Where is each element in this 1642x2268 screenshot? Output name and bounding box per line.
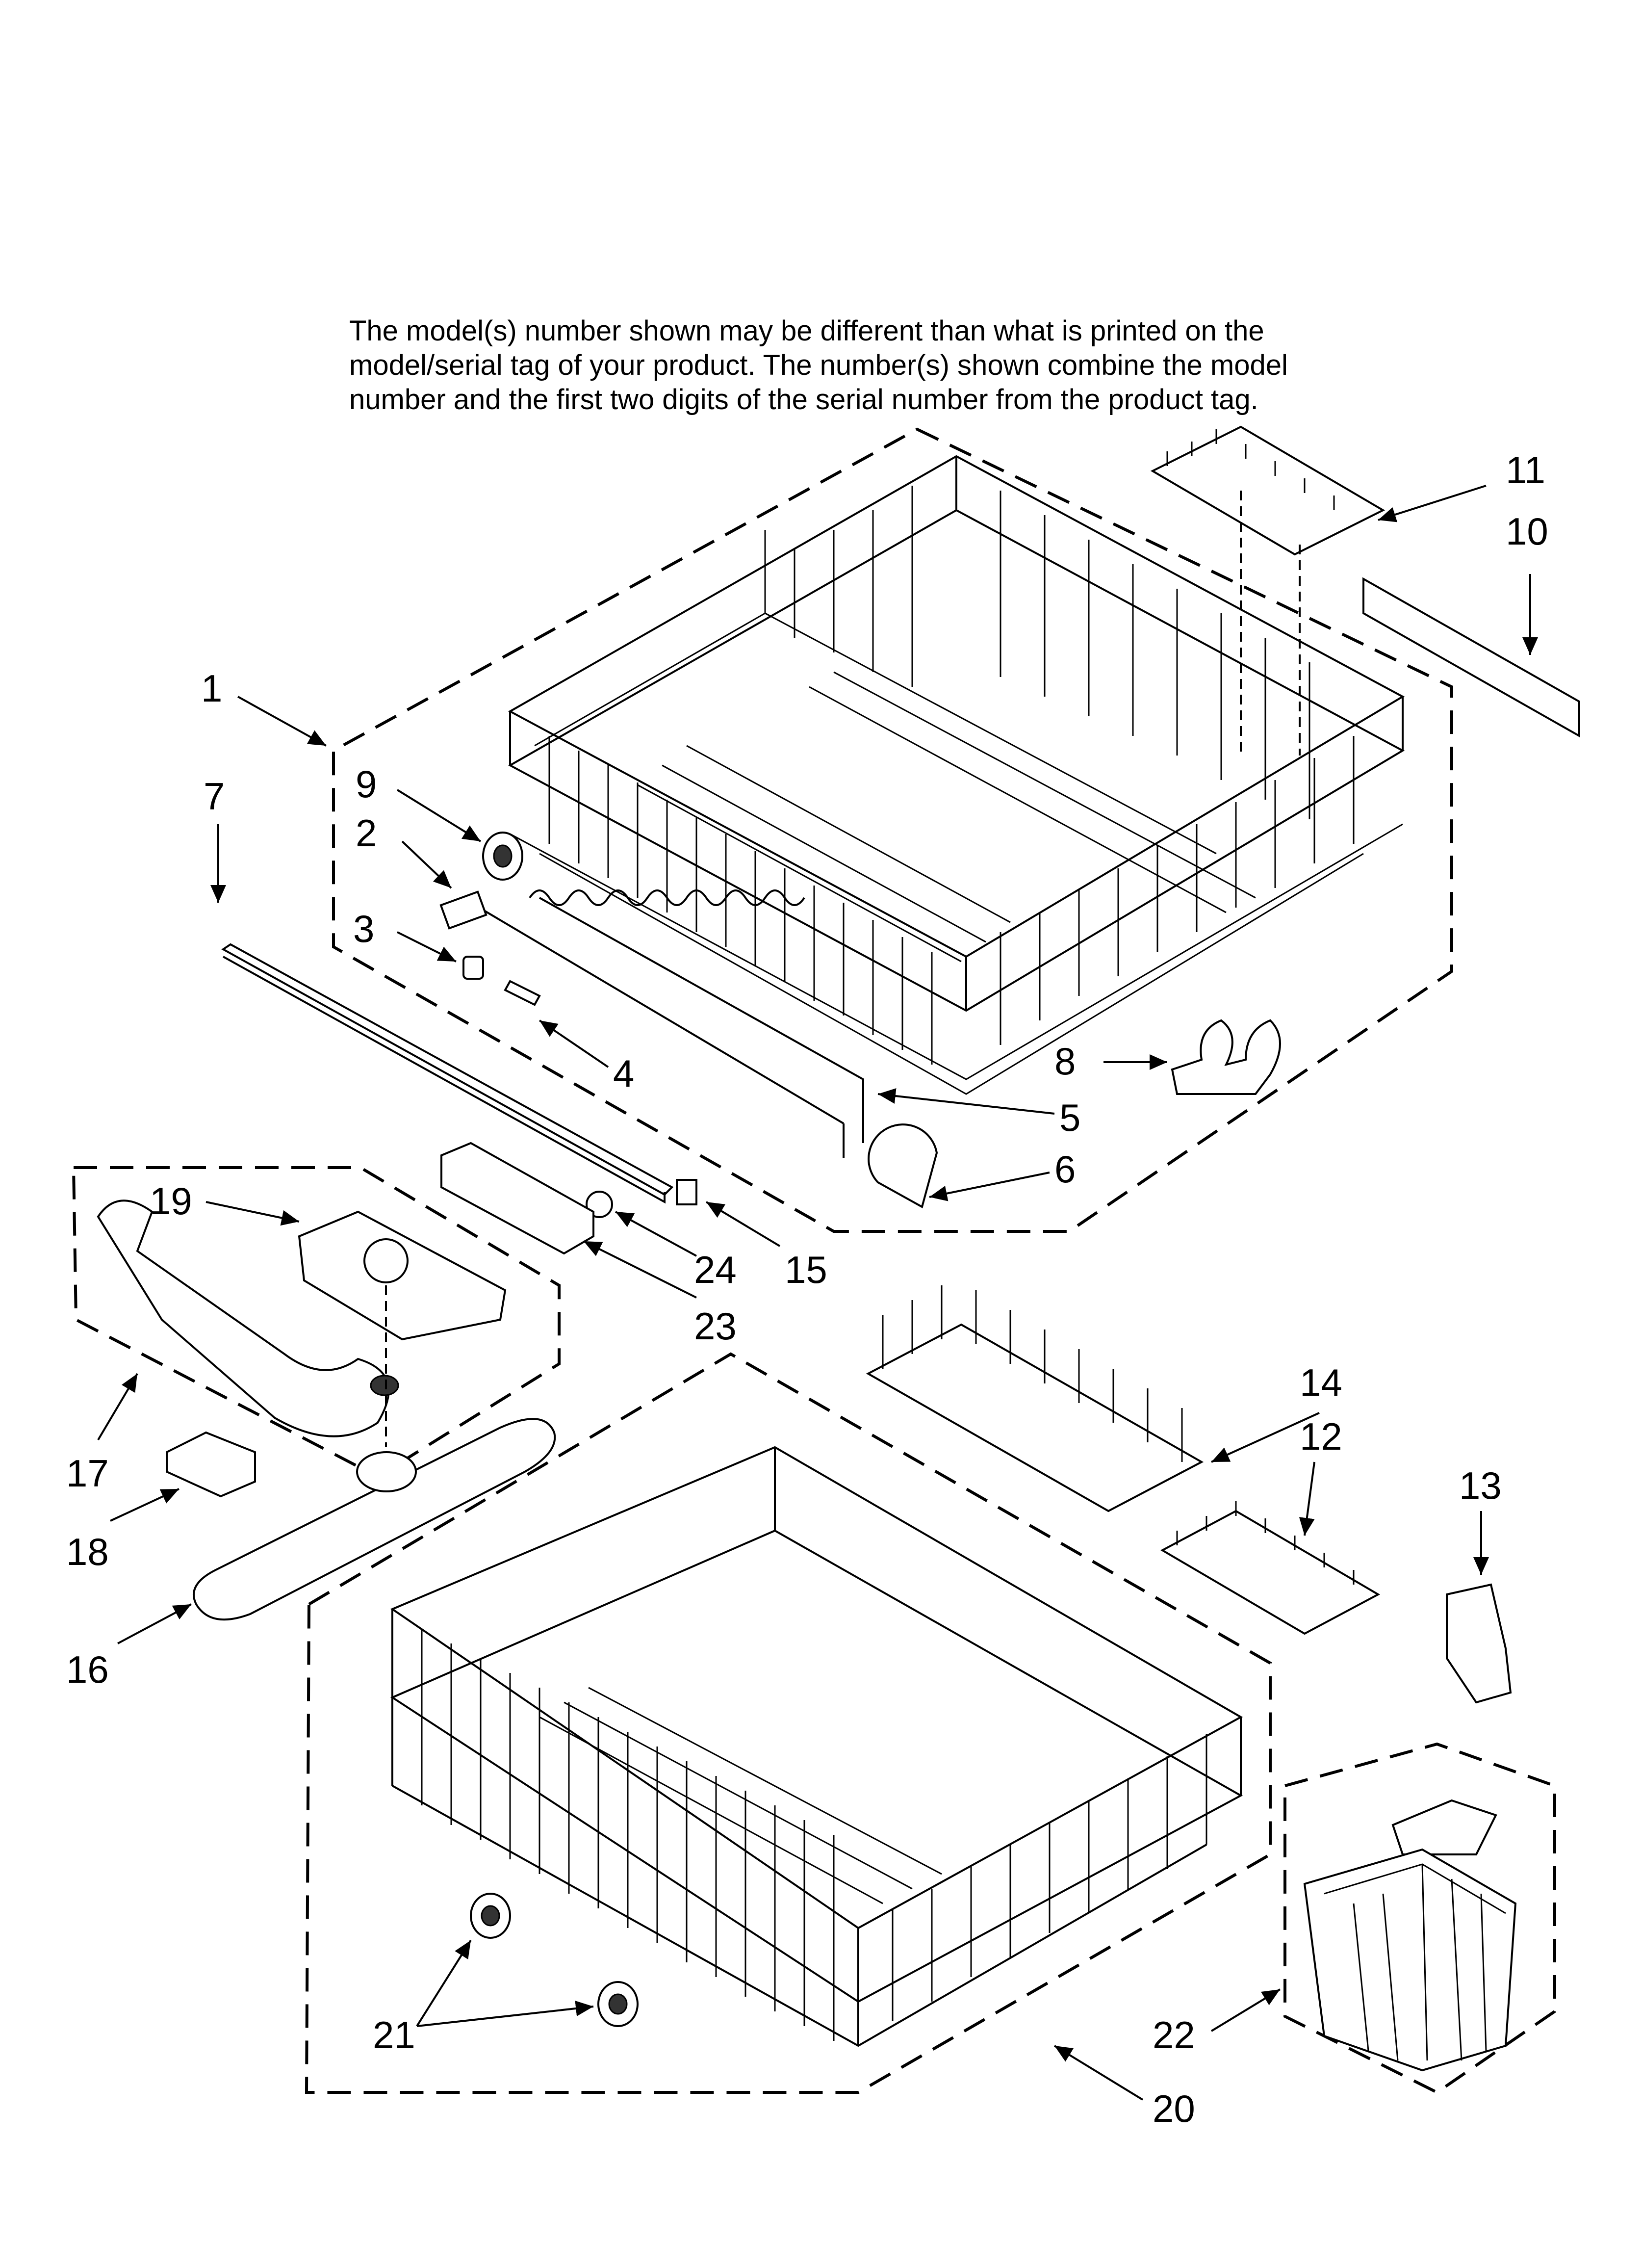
basket-handle-part <box>1391 1799 1497 1855</box>
spray-arm-dashed-outline <box>72 1166 561 1479</box>
callout-22: 22 <box>1153 2013 1195 2057</box>
rack-rail-part-10 <box>1362 577 1580 738</box>
rack-rail-part-7 <box>221 943 674 1204</box>
callout-14: 14 <box>1300 1361 1342 1404</box>
rack-adjuster-part-6 <box>868 1123 938 1208</box>
model-number-notice: The model(s) number shown may be differe… <box>349 314 1477 417</box>
callout-15: 15 <box>785 1248 827 1291</box>
callout-labels: 1 9 2 3 4 5 6 7 8 10 11 14 12 13 15 24 2… <box>66 448 1548 2130</box>
lower-spray-arm-part-16 <box>193 1418 556 1621</box>
callout-16: 16 <box>66 1648 109 1691</box>
lower-rack-dashed-outline <box>305 1352 1272 2094</box>
rack-clip-part-8 <box>1171 1019 1281 1095</box>
upper-rack-tines <box>548 486 1355 1065</box>
upper-rack-basket <box>508 455 1405 1095</box>
spray-arm-clip-part-18 <box>166 1431 256 1498</box>
rack-screw-part-4 <box>504 980 541 1006</box>
callout-12: 12 <box>1300 1415 1342 1458</box>
callout-13: 13 <box>1459 1464 1502 1507</box>
callout-11: 11 <box>1506 448 1545 492</box>
rack-adjuster-wire <box>470 889 845 1124</box>
tine-row-part-12 <box>1160 1501 1381 1635</box>
callout-7: 7 <box>204 775 225 818</box>
callout-18: 18 <box>66 1530 109 1573</box>
notice-line-2: model/serial tag of your product. The nu… <box>349 349 1288 381</box>
callout-21: 21 <box>373 2013 415 2057</box>
spray-arm-manifold-part-17 <box>97 1199 390 1437</box>
lower-rack-assembly <box>305 1352 1272 2094</box>
callout-6: 6 <box>1054 1147 1076 1191</box>
rack-tine-row-part-11 <box>1150 425 1385 556</box>
upper-rack-dashed-outline <box>332 427 1453 1233</box>
rack-guide-part-23 <box>440 1142 594 1255</box>
notice-line-3: number and the first two digits of the s… <box>349 384 1258 416</box>
leader-lines <box>97 485 1538 2101</box>
callout-10: 10 <box>1506 510 1548 553</box>
callout-17: 17 <box>66 1452 109 1495</box>
callout-2: 2 <box>356 811 377 855</box>
callout-5: 5 <box>1059 1096 1080 1139</box>
rack-stop-part-15 <box>676 1179 697 1205</box>
callout-4: 4 <box>613 1052 634 1095</box>
upper-rack-assembly <box>332 427 1453 1233</box>
callout-8: 8 <box>1054 1040 1076 1083</box>
rack-clip-part-2 <box>439 890 487 930</box>
callout-1: 1 <box>201 667 222 710</box>
callout-23: 23 <box>694 1304 737 1348</box>
callout-24: 24 <box>694 1248 737 1291</box>
callout-3: 3 <box>353 907 374 950</box>
silverware-basket-assembly <box>1283 1742 1556 2094</box>
basket-lid-part-13 <box>1446 1583 1512 1704</box>
spray-arm-assembly <box>72 1166 561 1479</box>
callout-19: 19 <box>150 1179 192 1223</box>
lower-rack-basket <box>390 1446 1243 2047</box>
notice-line-1: The model(s) number shown may be differe… <box>349 315 1264 347</box>
rack-pin-part-3 <box>462 956 484 980</box>
tine-row-part-14 <box>866 1285 1204 1512</box>
silverware-basket-part-22 <box>1303 1848 1517 2072</box>
callout-20: 20 <box>1153 2087 1195 2130</box>
callout-9: 9 <box>356 762 377 806</box>
basket-dashed-outline <box>1283 1742 1556 2094</box>
lower-rack-tines <box>421 1629 1207 2041</box>
